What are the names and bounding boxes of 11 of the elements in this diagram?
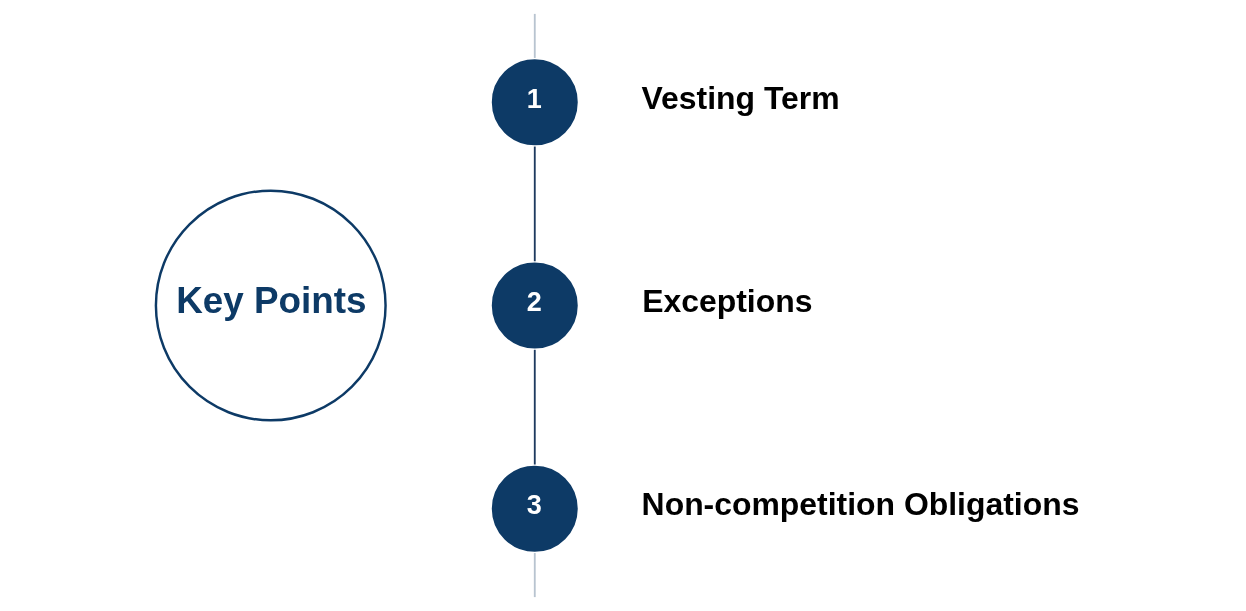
node-circle: 2 — [488, 260, 580, 351]
node-label: Non-competition Obligations — [641, 486, 1079, 523]
connector — [533, 348, 536, 466]
node-label: Exceptions — [641, 283, 812, 320]
node-circle: 1 — [488, 56, 580, 148]
node-label: Vesting Term — [641, 79, 840, 116]
connector — [533, 145, 536, 263]
connector — [533, 552, 536, 599]
node-circle: 3 — [488, 463, 580, 555]
connector — [533, 12, 536, 59]
node-circle: Key Points — [154, 189, 387, 422]
